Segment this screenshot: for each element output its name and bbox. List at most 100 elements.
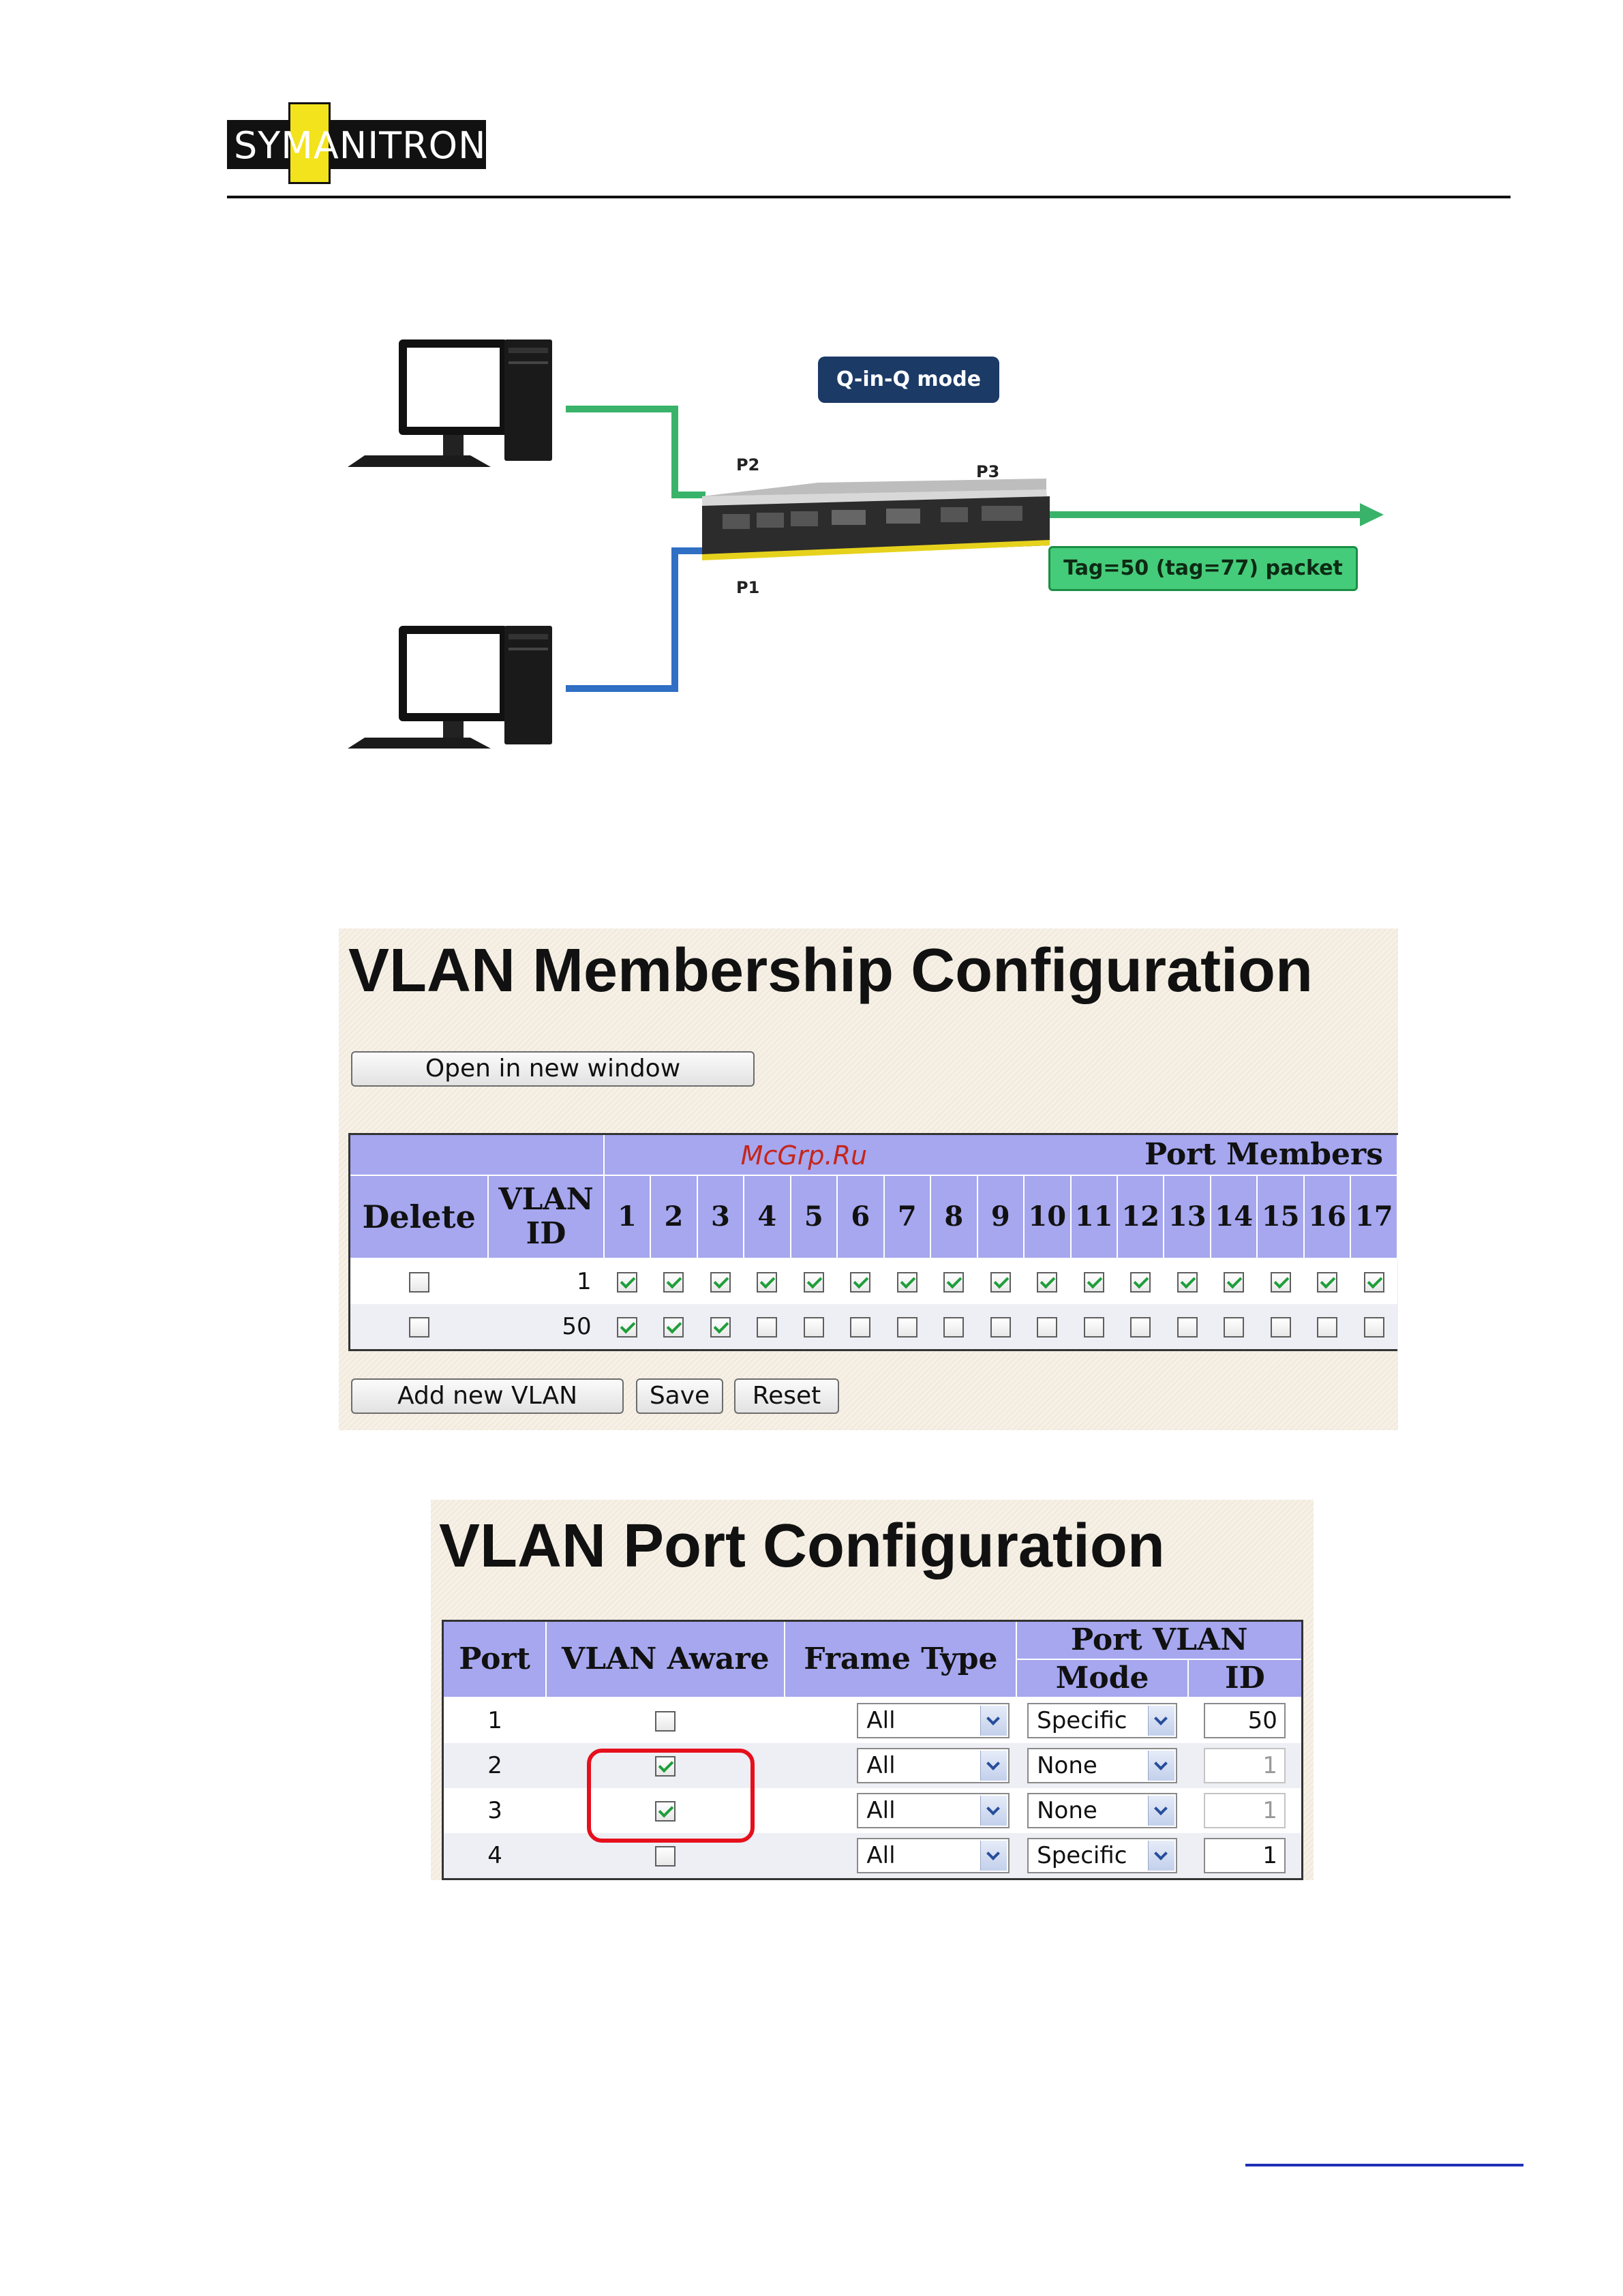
port-member-checkbox[interactable]: [1177, 1272, 1198, 1293]
vlan-aware-checkbox[interactable]: [655, 1711, 676, 1732]
port-member-checkbox[interactable]: [616, 1317, 637, 1338]
port-member-checkbox[interactable]: [1317, 1317, 1338, 1338]
frame-type-cell: All: [785, 1697, 1017, 1743]
port-member-checkbox[interactable]: [1177, 1317, 1198, 1338]
port-member-checkbox[interactable]: [1363, 1317, 1384, 1338]
port-member-checkbox[interactable]: [1270, 1317, 1291, 1338]
vlan-membership-panel: VLAN Membership Configuration Open in ne…: [339, 928, 1399, 1430]
pvid-input: 1: [1203, 1792, 1286, 1828]
port-number-header: 7: [883, 1174, 932, 1259]
port-member-checkbox[interactable]: [616, 1272, 637, 1293]
port-member-checkbox[interactable]: [1083, 1317, 1104, 1338]
delete-checkbox[interactable]: [409, 1272, 430, 1293]
port-member-checkbox[interactable]: [850, 1272, 871, 1293]
port-member-checkbox[interactable]: [1130, 1317, 1151, 1338]
port-member-checkbox[interactable]: [1130, 1272, 1151, 1293]
port-number-header: 15: [1256, 1174, 1305, 1259]
mode-select[interactable]: None: [1027, 1747, 1178, 1783]
port-member-checkbox[interactable]: [1224, 1272, 1245, 1293]
port-member-checkbox[interactable]: [710, 1317, 731, 1338]
port-member-checkbox[interactable]: [663, 1317, 684, 1338]
vlan-aware-checkbox[interactable]: [655, 1801, 676, 1822]
chevron-down-icon: [1148, 1705, 1175, 1736]
pvid-cell: 1: [1187, 1787, 1303, 1833]
port-member-checkbox[interactable]: [757, 1272, 778, 1293]
port-member-checkbox[interactable]: [990, 1272, 1011, 1293]
mode-cell: None: [1016, 1787, 1188, 1833]
port-member-checkbox[interactable]: [1037, 1272, 1058, 1293]
port-member-checkbox[interactable]: [896, 1317, 917, 1338]
port-number-header: 2: [650, 1174, 698, 1259]
open-new-window-button[interactable]: Open in new window: [351, 1051, 755, 1087]
frame-type-select[interactable]: All: [857, 1747, 1010, 1783]
port-member-checkbox[interactable]: [896, 1272, 917, 1293]
membership-title: VLAN Membership Configuration: [348, 937, 1313, 1005]
frame-type-cell: All: [785, 1787, 1017, 1833]
chevron-down-icon: [1148, 1795, 1175, 1826]
port-member-checkbox[interactable]: [990, 1317, 1011, 1338]
frame-type-select[interactable]: All: [857, 1792, 1010, 1828]
member-cell: [1117, 1258, 1164, 1304]
port-number: 3: [442, 1787, 547, 1833]
port-number-header: 12: [1116, 1174, 1165, 1259]
header-divider: [227, 196, 1511, 198]
port-member-checkbox[interactable]: [803, 1272, 824, 1293]
mode-select[interactable]: Specific: [1027, 1702, 1178, 1738]
vlan-aware-checkbox[interactable]: [655, 1756, 676, 1777]
port-member-checkbox[interactable]: [1317, 1272, 1338, 1293]
frame-type-select-value: All: [866, 1841, 896, 1869]
pvid-input: 1: [1203, 1747, 1286, 1783]
vlan-aware-cell: [546, 1787, 785, 1833]
member-cell: [1164, 1303, 1211, 1350]
frame-type-select[interactable]: All: [857, 1837, 1010, 1873]
delete-checkbox[interactable]: [409, 1317, 430, 1338]
pvid-input[interactable]: 50: [1203, 1702, 1286, 1738]
port-member-checkbox[interactable]: [1270, 1272, 1291, 1293]
frame-type-select-value: All: [866, 1751, 896, 1779]
chevron-down-icon: [980, 1840, 1007, 1871]
port-member-checkbox[interactable]: [1083, 1272, 1104, 1293]
port-member-checkbox[interactable]: [1224, 1317, 1245, 1338]
computer-icon-bottom: [348, 626, 552, 749]
member-cell: [1303, 1258, 1351, 1304]
reset-button[interactable]: Reset: [734, 1378, 839, 1414]
port-member-checkbox[interactable]: [1363, 1272, 1384, 1293]
id-header: ID: [1187, 1658, 1303, 1698]
port-member-checkbox[interactable]: [757, 1317, 778, 1338]
frame-type-select[interactable]: All: [857, 1702, 1010, 1738]
mode-select[interactable]: Specific: [1027, 1837, 1178, 1873]
add-new-vlan-button[interactable]: Add new VLAN: [351, 1378, 624, 1414]
member-cell: [883, 1303, 931, 1350]
mode-select[interactable]: None: [1027, 1792, 1178, 1828]
port-number-header: 8: [930, 1174, 978, 1259]
symanitron-logo: SYMANITRON: [227, 102, 486, 184]
port-member-checkbox[interactable]: [710, 1272, 731, 1293]
port-number-header: 1: [603, 1174, 652, 1259]
member-cell: [697, 1258, 744, 1304]
port-member-checkbox[interactable]: [663, 1272, 684, 1293]
port-number-header: 16: [1303, 1174, 1352, 1259]
port-number-header: 14: [1209, 1174, 1258, 1259]
mode-select-value: Specific: [1037, 1841, 1127, 1869]
port-member-checkbox[interactable]: [803, 1317, 824, 1338]
port-number: 4: [442, 1832, 547, 1879]
member-cell: [1303, 1303, 1351, 1350]
save-button[interactable]: Save: [636, 1378, 723, 1414]
frame-type-cell: All: [785, 1832, 1017, 1879]
port-member-checkbox[interactable]: [943, 1317, 965, 1338]
port-member-checkbox[interactable]: [850, 1317, 871, 1338]
pvid-cell: 1: [1187, 1832, 1303, 1879]
port-row: 4 All Specific 1: [442, 1832, 1303, 1879]
mode-select-value: None: [1037, 1751, 1097, 1779]
header-spacer: [348, 1133, 605, 1176]
pvid-input[interactable]: 1: [1203, 1837, 1286, 1873]
vlan-aware-checkbox[interactable]: [655, 1846, 676, 1867]
delete-cell: [349, 1303, 489, 1350]
port-number-header: 11: [1070, 1174, 1118, 1259]
member-cell: [930, 1258, 977, 1304]
mode-cell: Specific: [1016, 1832, 1188, 1879]
port-member-checkbox[interactable]: [943, 1272, 965, 1293]
port-member-checkbox[interactable]: [1037, 1317, 1058, 1338]
